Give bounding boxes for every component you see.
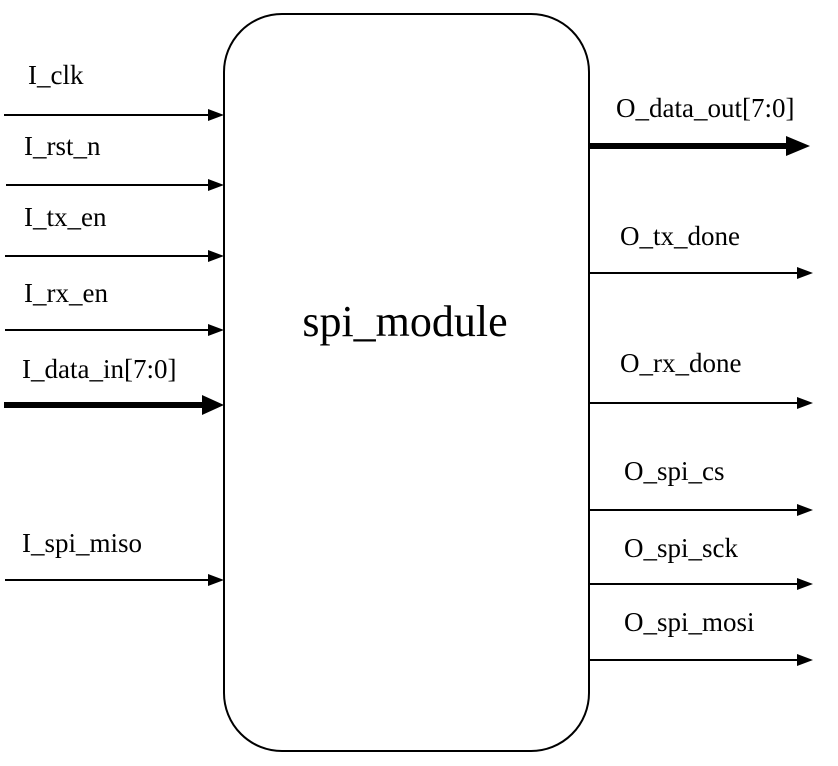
input-signal-i-spi-miso: I_spi_miso bbox=[5, 528, 224, 586]
arrow-head bbox=[208, 574, 224, 586]
signal-label: O_data_out[7:0] bbox=[616, 93, 794, 123]
input-signal-i-rst-n: I_rst_n bbox=[6, 131, 224, 191]
signal-label: O_tx_done bbox=[620, 221, 740, 251]
arrow-head bbox=[797, 504, 813, 516]
signal-label: I_data_in[7:0] bbox=[22, 354, 176, 384]
signal-label: O_spi_cs bbox=[624, 456, 725, 486]
arrow-head bbox=[797, 578, 813, 590]
arrow-head bbox=[208, 179, 224, 191]
signal-label: I_tx_en bbox=[24, 202, 107, 232]
output-signal-o-spi-mosi: O_spi_mosi bbox=[589, 607, 813, 666]
arrow-head bbox=[202, 395, 224, 415]
input-signal-i-clk: I_clk bbox=[4, 60, 224, 121]
input-signal-i-data-in-bus: I_data_in[7:0] bbox=[4, 354, 224, 415]
output-signal-o-data-out-bus: O_data_out[7:0] bbox=[589, 93, 810, 156]
arrow-head bbox=[797, 654, 813, 666]
arrow-head bbox=[797, 267, 813, 279]
signal-label: I_rst_n bbox=[24, 131, 101, 161]
output-signal-o-tx-done: O_tx_done bbox=[589, 221, 813, 279]
arrow-head bbox=[797, 397, 813, 409]
output-signal-o-rx-done: O_rx_done bbox=[589, 348, 813, 409]
signal-label: O_spi_mosi bbox=[624, 607, 755, 637]
arrow-head bbox=[208, 250, 224, 262]
module-name: spi_module bbox=[302, 297, 507, 346]
arrow-head bbox=[208, 109, 224, 121]
output-signal-o-spi-cs: O_spi_cs bbox=[589, 456, 813, 516]
signal-label: I_rx_en bbox=[24, 278, 108, 308]
signal-label: O_spi_sck bbox=[624, 533, 738, 563]
input-signal-i-tx-en: I_tx_en bbox=[5, 202, 224, 262]
input-signal-i-rx-en: I_rx_en bbox=[5, 278, 224, 336]
signal-label: O_rx_done bbox=[620, 348, 741, 378]
output-signal-o-spi-sck: O_spi_sck bbox=[589, 533, 813, 590]
arrow-head bbox=[208, 324, 224, 336]
arrow-head bbox=[786, 136, 810, 156]
module-block bbox=[223, 13, 590, 752]
signal-label: I_spi_miso bbox=[22, 528, 142, 558]
signal-label: I_clk bbox=[28, 60, 84, 90]
